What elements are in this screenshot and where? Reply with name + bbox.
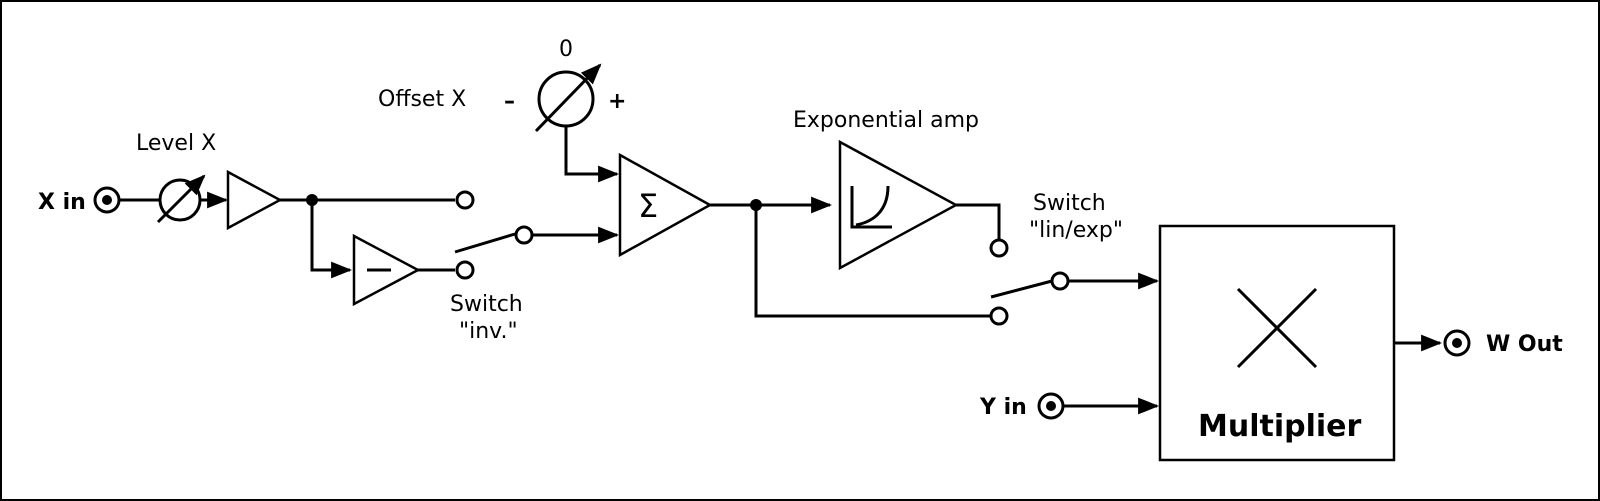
x-in-port: [93, 186, 121, 214]
y-in-port: [1037, 392, 1065, 420]
wire-linear-bypass: [754, 205, 991, 318]
offset-x-label: Offset X: [378, 87, 466, 112]
level-x-label: Level X: [136, 131, 216, 156]
offset-minus-label: –: [504, 89, 515, 114]
switch-inv-contact-bottom: [455, 260, 475, 280]
inverter-amp: [352, 233, 421, 307]
x-in-label: X in: [38, 190, 86, 215]
offset-x-knob: [534, 63, 602, 133]
switch-inv-contact-top: [455, 190, 475, 210]
sum-symbol: Σ: [638, 187, 658, 225]
level-x-knob: [156, 174, 206, 224]
switch-linexp-label-2: "lin/exp": [1029, 218, 1123, 243]
wire-to-inverter: [310, 200, 353, 279]
exponential-amp: [838, 139, 959, 271]
offset-plus-label: +: [608, 89, 626, 114]
switch-linexp-contact-top: [989, 238, 1009, 258]
summing-amp: [618, 152, 713, 258]
multiplier-label: Multiplier: [1198, 409, 1362, 444]
buffer-amp: [226, 169, 283, 231]
offset-zero-label: 0: [559, 37, 573, 62]
w-out-label: W Out: [1486, 332, 1563, 357]
wire-exp-out: [956, 203, 1001, 240]
switch-linexp-label-1: Switch: [1033, 191, 1106, 216]
switch-linexp-contact-bottom: [989, 306, 1009, 326]
exp-amp-label: Exponential amp: [793, 108, 979, 133]
switch-inv-label-1: Switch: [450, 292, 523, 317]
y-in-label: Y in: [979, 395, 1027, 420]
w-out-port: [1443, 329, 1471, 357]
wire-offset-sum: [564, 126, 620, 183]
switch-inv-label-2: "inv.": [459, 319, 518, 344]
